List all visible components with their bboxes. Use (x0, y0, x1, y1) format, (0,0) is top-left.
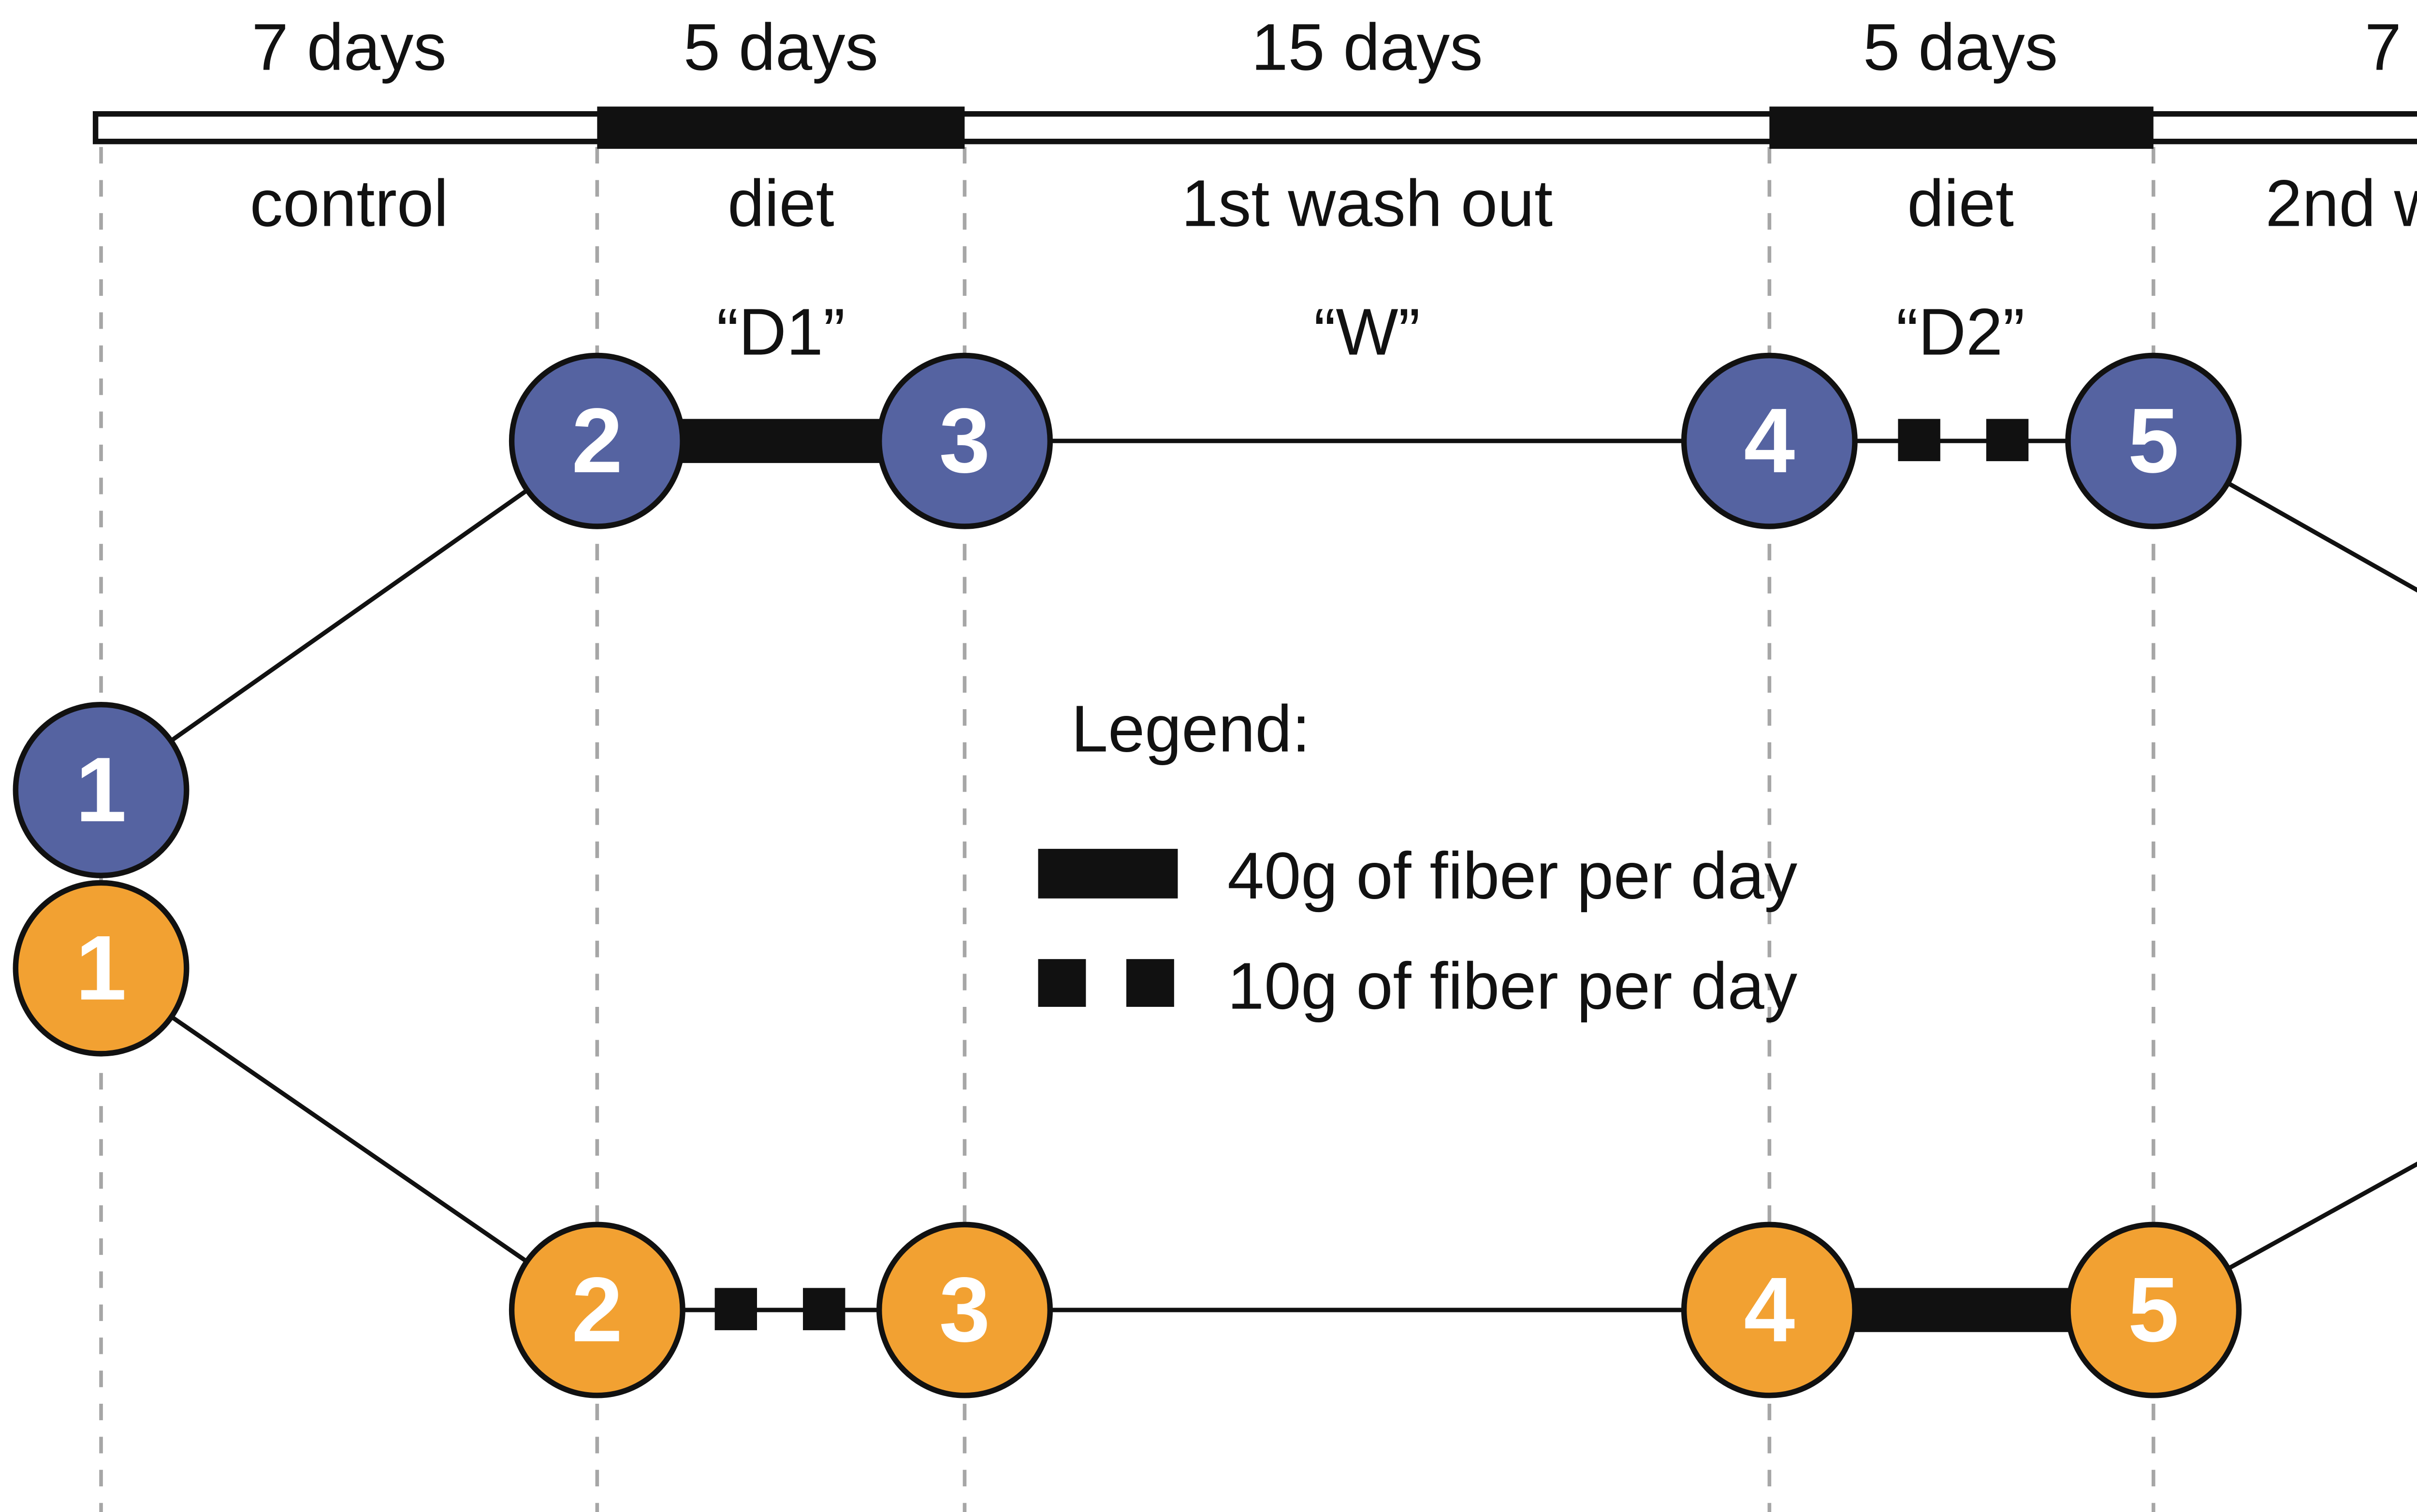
node-arm-a-4: 4 (1681, 352, 1858, 529)
duration-label-3: 15 days (1251, 9, 1483, 85)
arm-a-line-1-2 (100, 439, 598, 792)
phase-label-washout2: 2nd wash out (2265, 165, 2417, 241)
node-arm-a-1: 1 (13, 701, 189, 878)
node-arm-b-3: 3 (876, 1221, 1053, 1398)
legend-label-40g: 40g of fiber per day (1227, 838, 1798, 914)
arm-b-dash-square-10g-1 (714, 1288, 757, 1330)
arm-a-dash-square-10g-1 (1898, 419, 1940, 462)
diet2-bar-segment (1769, 106, 2154, 149)
node-arm-b-4: 4 (1681, 1221, 1858, 1398)
legend-heading: Legend: (1071, 691, 1310, 767)
duration-label-1: 7 days (251, 9, 447, 85)
phase-label-diet1: diet (728, 165, 834, 241)
arm-a-dash-square-10g-2 (1986, 419, 2029, 462)
legend-swatch-10g-square-2 (1126, 959, 1174, 1007)
arm-b-line-1-2 (100, 966, 598, 1312)
node-arm-b-2: 2 (509, 1221, 685, 1398)
phase-label-washout1: 1st wash out (1181, 165, 1553, 241)
arm-b-line-5-6 (2152, 1162, 2417, 1312)
diet1-bar-segment (597, 106, 965, 149)
node-arm-a-3: 3 (876, 352, 1053, 529)
legend-swatch-40g-bar (1038, 849, 1178, 899)
node-arm-b-1: 1 (13, 880, 189, 1057)
phase-code-d1: “D1” (716, 294, 845, 370)
arm-a-line-5-6 (2152, 439, 2417, 593)
duration-label-2: 5 days (683, 9, 879, 85)
duration-label-4: 5 days (1863, 9, 2058, 85)
phase-code-w: “W” (1313, 294, 1421, 370)
node-arm-b-5: 5 (2065, 1221, 2242, 1398)
phase-label-control: control (249, 165, 449, 241)
arm-b-dash-square-10g-2 (803, 1288, 845, 1330)
node-arm-a-5: 5 (2065, 352, 2242, 529)
phase-label-diet2: diet (1907, 165, 2014, 241)
node-arm-a-2: 2 (509, 352, 685, 529)
duration-label-5: 7 days (2364, 9, 2417, 85)
legend-swatch-10g-square-1 (1038, 959, 1086, 1007)
phase-code-d2: “D2” (1896, 294, 2025, 370)
legend-label-10g: 10g of fiber per day (1227, 948, 1798, 1024)
